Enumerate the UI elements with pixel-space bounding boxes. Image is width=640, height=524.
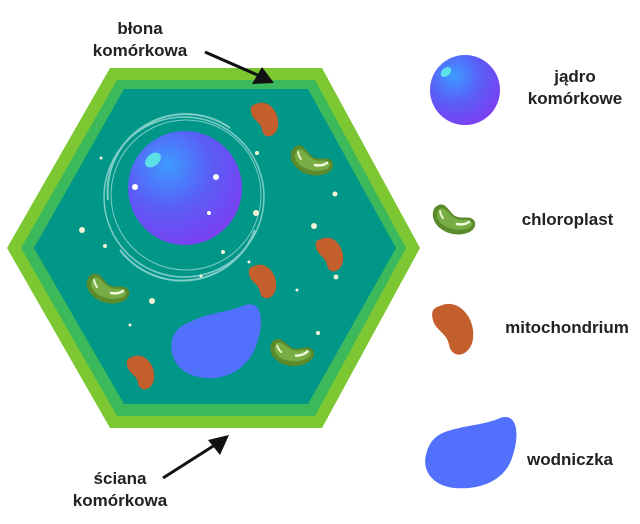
legend-chloroplast-icon — [431, 203, 477, 236]
label-nucleus: jądro komórkowe — [527, 67, 623, 108]
label-mitochondrium: mitochondrium — [505, 318, 629, 337]
legend-mitochondrium-icon — [432, 303, 474, 355]
legend-nucleus-icon — [430, 55, 500, 125]
vacuole — [171, 304, 262, 379]
nucleus — [128, 131, 242, 245]
label-chloroplast: chloroplast — [521, 210, 614, 229]
label-cell-wall: ściana komórkowa — [72, 469, 168, 510]
label-cell-membrane: błona komórkowa — [92, 19, 188, 60]
membrane-arrow — [204, 50, 274, 84]
nucleus-halo — [103, 113, 265, 282]
legend-vacuole-icon — [425, 417, 517, 489]
granules — [79, 151, 339, 335]
label-vacuole: wodniczka — [527, 450, 613, 469]
wall-arrow — [162, 435, 229, 480]
